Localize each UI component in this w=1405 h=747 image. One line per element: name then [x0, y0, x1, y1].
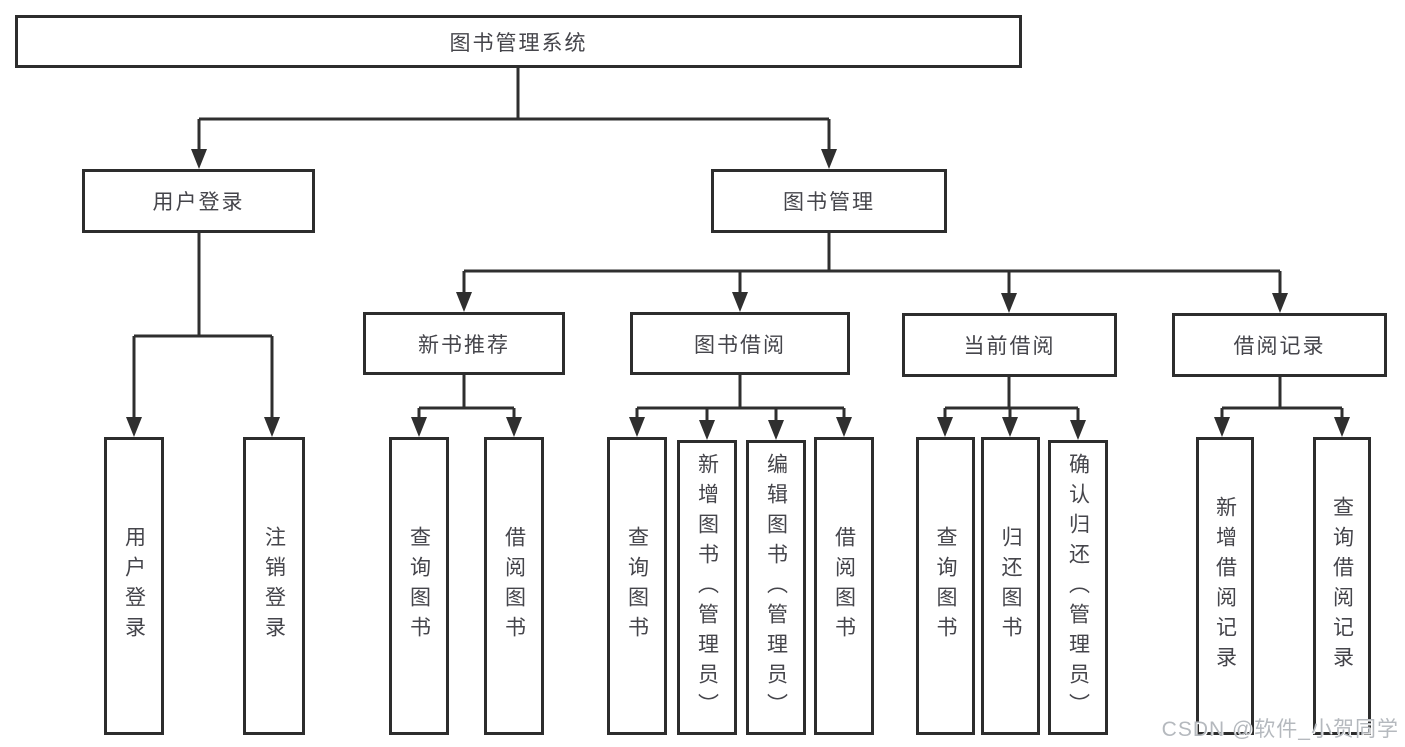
bus-current-borrow	[945, 377, 1078, 410]
node-new-book-recommendation: 新书推荐	[363, 312, 565, 375]
node-book-management: 图书管理	[711, 169, 947, 233]
leaf-query-books-current: 查询图书	[916, 437, 975, 735]
drop-lines	[132, 119, 1344, 424]
bus-book-borrow	[637, 375, 844, 410]
leaf-user-login: 用户登录	[104, 437, 164, 735]
leaf-return-books: 归还图书	[981, 437, 1040, 735]
node-current-borrowing: 当前借阅	[902, 313, 1117, 377]
bus-root	[199, 68, 829, 121]
node-user-login: 用户登录	[82, 169, 315, 233]
leaf-logout: 注销登录	[243, 437, 305, 735]
leaf-borrow-books-recommend: 借阅图书	[484, 437, 544, 735]
node-book-borrowing: 图书借阅	[630, 312, 850, 375]
leaf-query-borrow-record: 查询借阅记录	[1313, 437, 1371, 735]
leaf-confirm-return-admin: 确认归还（管理员）	[1048, 440, 1108, 735]
leaf-edit-books-admin: 编辑图书（管理员）	[746, 440, 806, 735]
leaf-add-borrow-record: 新增借阅记录	[1196, 437, 1254, 735]
bus-user-login	[134, 233, 272, 338]
bus-borrow-records	[1222, 377, 1342, 410]
bus-book-management	[464, 233, 1280, 273]
csdn-watermark: CSDN @软件_小贺同学	[1161, 718, 1399, 741]
bus-new-book	[419, 375, 514, 410]
node-borrowing-records: 借阅记录	[1172, 313, 1387, 377]
leaf-query-books-borrowing: 查询图书	[607, 437, 667, 735]
node-library-system: 图书管理系统	[15, 15, 1022, 68]
leaf-borrow-books: 借阅图书	[814, 437, 874, 735]
arrowheads	[126, 149, 1350, 440]
leaf-add-books-admin: 新增图书（管理员）	[677, 440, 737, 735]
leaf-query-books-recommend: 查询图书	[389, 437, 449, 735]
